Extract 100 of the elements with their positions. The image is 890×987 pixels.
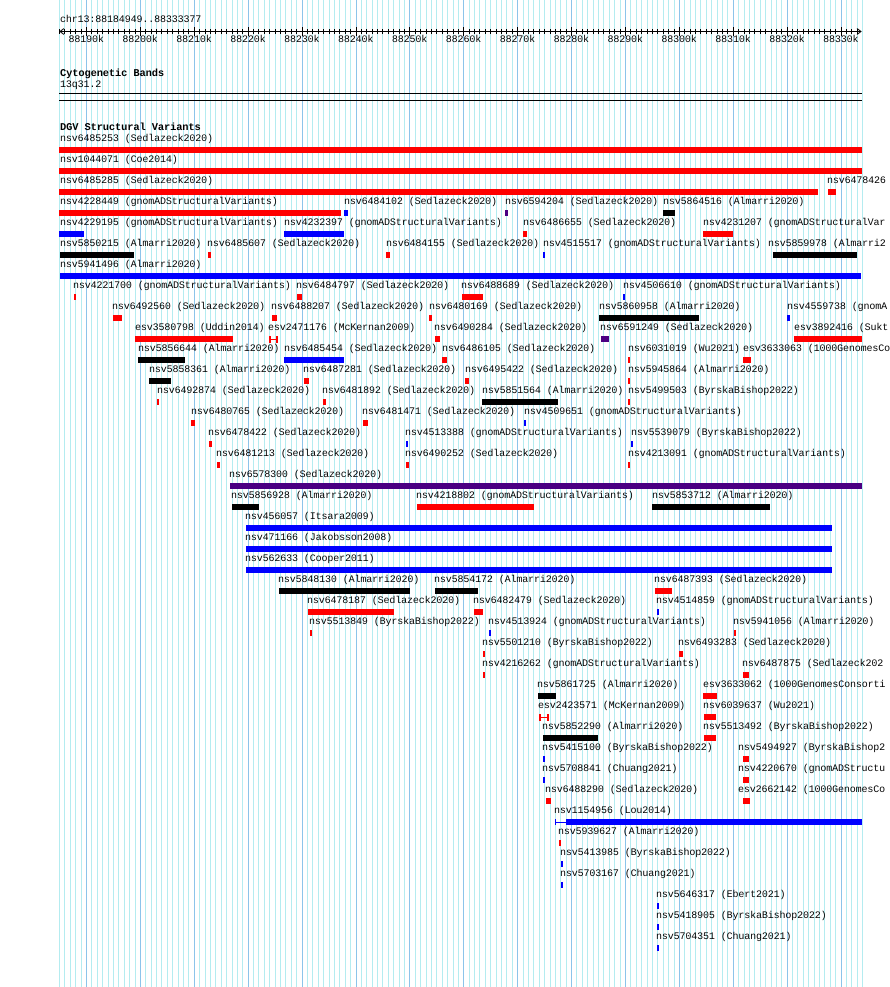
variant-label: nsv4213091 (gnomADStructuralVariants): [628, 449, 846, 461]
variant-label: nsv4515517 (gnomADStructuralVariants): [543, 239, 761, 251]
band-label: 13q31.2: [60, 80, 102, 92]
axis-tick-label: 88230k: [284, 35, 320, 47]
variant-label: nsv5850215 (Almarri2020): [60, 239, 202, 251]
variant-label: nsv6486655 (Sedlazeck2020): [523, 218, 676, 230]
variant-label: nsv6039637 (Wu2021): [703, 701, 815, 713]
variant-label: nsv4513924 (gnomADStructuralVariants): [488, 617, 706, 629]
variant-label: nsv5646317 (Ebert2021): [656, 890, 786, 902]
variant-label: nsv4221700 (gnomADStructuralVariants): [73, 281, 291, 293]
variant-label: nsv6481471 (Sedlazeck2020): [362, 407, 515, 419]
variant-label: nsv6493283 (Sedlazeck2020): [678, 638, 831, 650]
variant-label: nsv5513492 (ByrskaBishop2022): [703, 722, 874, 734]
variant-label: nsv1154956 (Lou2014): [554, 806, 672, 818]
variant-label: nsv5501210 (ByrskaBishop2022): [482, 638, 653, 650]
variant-label: nsv5859978 (Almarri2: [768, 239, 886, 251]
variant-label: nsv5494927 (ByrskaBishop2: [738, 743, 886, 755]
variant-label: nsv5704351 (Chuang2021): [656, 932, 792, 944]
axis-tick-label: 88220k: [230, 35, 266, 47]
axis-tick-label: 88200k: [122, 35, 158, 47]
variant-label: nsv5864516 (Almarri2020): [663, 197, 804, 209]
variant-label: esv3633062 (1000GenomesConsorti: [703, 680, 886, 692]
variant-label: nsv6486105 (Sedlazeck2020): [442, 344, 595, 356]
variant-label: nsv6481892 (Sedlazeck2020): [322, 386, 475, 398]
variant-label: nsv6480765 (Sedlazeck2020): [191, 407, 344, 419]
variant-label: esv3892416 (Sukt: [794, 323, 888, 335]
variant-label: nsv4231207 (gnomADStructuralVar: [703, 218, 886, 230]
variant-label: nsv562633 (Cooper2011): [245, 554, 374, 566]
variant-label: nsv5861725 (Almarri2020): [537, 680, 678, 692]
axis-tick-label: 88260k: [446, 35, 482, 47]
variant-label: nsv6495422 (Sedlazeck2020): [465, 365, 618, 377]
variant-label: esv2423571 (McKernan2009): [538, 701, 686, 713]
variant-label: nsv6492874 (Sedlazeck2020): [157, 386, 310, 398]
axis-tick-label: 88310k: [715, 35, 751, 47]
variant-label: nsv5851564 (Almarri2020): [482, 386, 624, 398]
variant-label: nsv5418905 (ByrskaBishop2022): [656, 911, 827, 923]
variant-label: nsv5856928 (Almarri2020): [231, 491, 372, 503]
variant-label: nsv5941496 (Almarri2020): [60, 260, 202, 272]
variant-label: nsv6492560 (Sedlazeck2020): [112, 302, 265, 314]
variant-label: nsv6591249 (Sedlazeck2020): [600, 323, 753, 335]
variant-label: nsv4228449 (gnomADStructuralVariants): [60, 197, 278, 209]
track-title: Cytogenetic Bands: [60, 68, 164, 80]
variant-label: nsv6487393 (Sedlazeck2020): [654, 575, 807, 587]
variant-label: nsv5415100 (ByrskaBishop2022): [542, 743, 713, 755]
variant-label: esv3633063 (1000GenomesCo: [743, 344, 890, 356]
axis-tick-label: 88190k: [68, 35, 104, 47]
variant-label: nsv5848130 (Almarri2020): [278, 575, 420, 587]
variant-label: nsv6490284 (Sedlazeck2020): [434, 323, 587, 335]
variant-label: nsv456057 (Itsara2009): [245, 512, 374, 524]
position-label: chr13:88184949..88333377: [60, 15, 202, 27]
variant-label: nsv4232397 (gnomADStructuralVariants): [284, 218, 502, 230]
axis-tick-label: 88250k: [392, 35, 428, 47]
variant-label: nsv6488207 (Sedlazeck2020): [271, 302, 424, 314]
variant-label: nsv6488689 (Sedlazeck2020): [461, 281, 614, 293]
axis-tick-label: 88210k: [176, 35, 212, 47]
variant-label: nsv5413985 (ByrskaBishop2022): [560, 848, 731, 860]
axis-tick-label: 88280k: [554, 35, 589, 47]
variant-label: nsv6578300 (Sedlazeck2020): [229, 470, 382, 482]
variant-label: nsv6484102 (Sedlazeck2020): [344, 197, 497, 209]
variant-label: nsv5539079 (ByrskaBishop2022): [631, 428, 802, 440]
variant-label: nsv5703167 (Chuang2021): [560, 869, 696, 881]
variant-label: nsv6487875 (Sedlazeck202: [742, 659, 884, 671]
variant-label: nsv4514859 (gnomADStructuralVariants): [656, 596, 874, 608]
track-title: DGV Structural Variants: [60, 122, 201, 134]
variant-label: nsv4218802 (gnomADStructuralVariants): [416, 491, 634, 503]
variant-label: nsv6478426: [827, 176, 886, 188]
variant-label: nsv4513388 (gnomADStructuralVariants): [405, 428, 623, 440]
variant-label: nsv1044071 (Coe2014): [60, 155, 178, 167]
axis-tick-label: 88330k: [823, 35, 858, 47]
variant-label: nsv471166 (Jakobsson2008): [245, 533, 392, 545]
variant-label: nsv4216262 (gnomADStructuralVariants): [482, 659, 700, 671]
variant-label: nsv5513849 (ByrskaBishop2022): [309, 617, 480, 629]
variant-label: nsv5860958 (Almarri2020): [599, 302, 740, 314]
axis-tick-label: 88240k: [338, 35, 374, 47]
variant-label: nsv4509651 (gnomADStructuralVariants): [524, 407, 742, 419]
axis-tick-label: 88300k: [661, 35, 697, 47]
variant-label: nsv5858361 (Almarri2020): [149, 365, 290, 377]
variant-label: nsv4559738 (gnomA: [787, 302, 887, 314]
variant-label: nsv5939627 (Almarri2020): [558, 827, 700, 839]
variant-label: nsv5854172 (Almarri2020): [434, 575, 576, 587]
variant-label: nsv5941056 (Almarri2020): [733, 617, 874, 629]
variant-label: nsv6487281 (Sedlazeck2020): [303, 365, 456, 377]
variant-label: nsv6478422 (Sedlazeck2020): [208, 428, 361, 440]
axis-tick-label: 88290k: [608, 35, 643, 47]
variant-label: nsv6484797 (Sedlazeck2020): [296, 281, 449, 293]
axis-tick-label: 88320k: [769, 35, 804, 47]
variant-label: nsv6594204 (Sedlazeck2020): [505, 197, 658, 209]
variant-label: nsv4506610 (gnomADStructuralVariants): [623, 281, 841, 293]
variant-label: nsv5708841 (Chuang2021): [542, 764, 678, 776]
variant-label: nsv5499503 (ByrskaBishop2022): [628, 386, 799, 398]
variant-label: nsv4220670 (gnomADStructu: [738, 764, 886, 776]
variant-label: nsv5856644 (Almarri2020): [138, 344, 280, 356]
variant-label: nsv6481213 (Sedlazeck2020): [216, 449, 369, 461]
variant-label: nsv6485285 (Sedlazeck2020): [60, 176, 213, 188]
variant-label: nsv6478187 (Sedlazeck2020): [307, 596, 460, 608]
variant-label: nsv4229195 (gnomADStructuralVariants): [60, 218, 278, 230]
variant-label: nsv5852290 (Almarri2020): [542, 722, 684, 734]
variant-label: nsv6485454 (Sedlazeck2020): [284, 344, 437, 356]
variant-label: nsv6482479 (Sedlazeck2020): [473, 596, 626, 608]
variant-label: esv2662142 (1000GenomesCo: [738, 785, 886, 797]
